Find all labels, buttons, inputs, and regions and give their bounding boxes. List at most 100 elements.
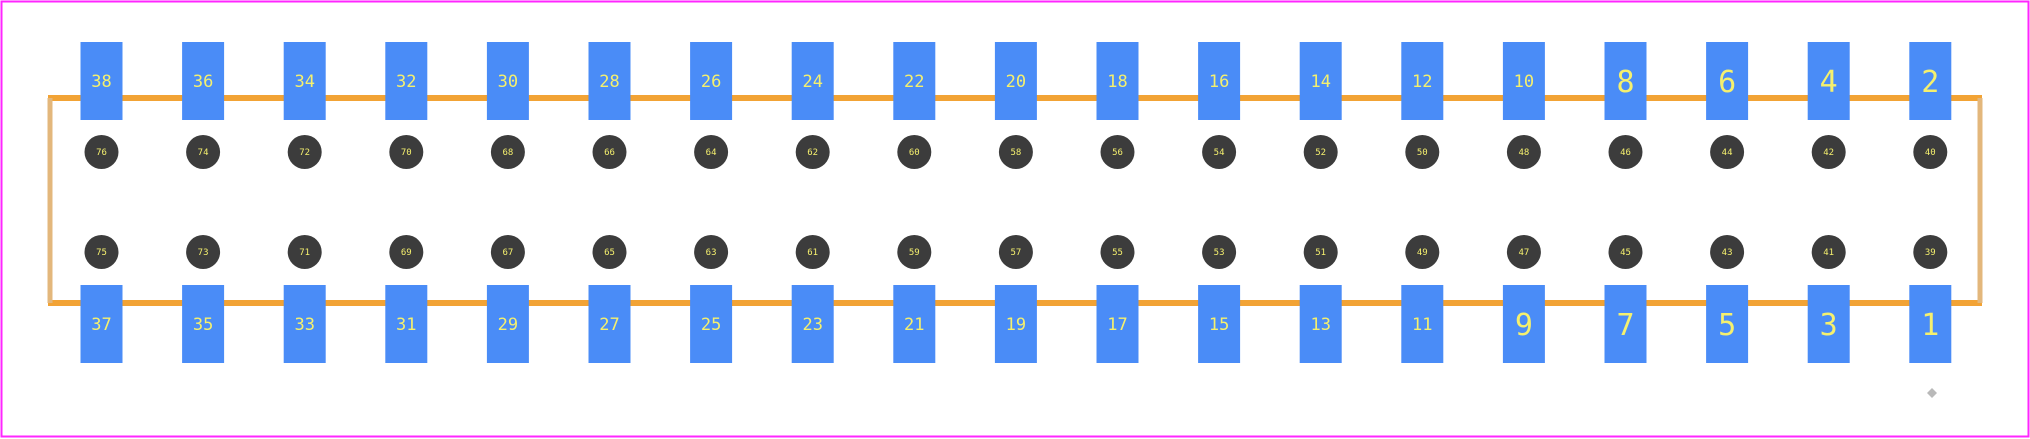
smd-pad-label: 24 — [802, 72, 822, 92]
through-hole-76 — [84, 135, 119, 169]
through-hole-label: 74 — [198, 148, 209, 158]
through-hole-label: 68 — [502, 148, 513, 158]
smd-pad-36 — [182, 42, 225, 120]
smd-pad-24 — [791, 42, 834, 120]
through-hole-label: 53 — [1214, 248, 1225, 258]
smd-pad-label: 17 — [1107, 315, 1127, 335]
through-hole-label: 62 — [807, 148, 818, 158]
through-hole-72 — [287, 135, 322, 169]
smd-pad-34 — [283, 42, 326, 120]
smd-pad-label: 36 — [193, 72, 213, 92]
through-hole-label: 60 — [909, 148, 920, 158]
through-hole-67 — [490, 235, 525, 269]
through-hole-label: 73 — [198, 248, 209, 258]
through-hole-label: 71 — [299, 248, 310, 258]
through-hole-label: 61 — [807, 248, 818, 258]
through-hole-label: 40 — [1925, 148, 1936, 158]
smd-pad-8 — [1604, 42, 1647, 120]
smd-pad-label: 20 — [1006, 72, 1026, 92]
smd-pad-label: 27 — [599, 315, 619, 335]
smd-pad-20 — [994, 42, 1037, 120]
through-hole-label: 50 — [1417, 148, 1428, 158]
through-hole-label: 54 — [1214, 148, 1225, 158]
through-hole-label: 45 — [1620, 248, 1631, 258]
smd-pad-14 — [1299, 42, 1342, 120]
through-hole-label: 66 — [604, 148, 615, 158]
silkscreen-outline — [47, 95, 1983, 306]
smd-pad-29 — [486, 285, 529, 363]
smd-pad-label: 22 — [904, 72, 924, 92]
through-hole-46 — [1608, 135, 1643, 169]
through-hole-64 — [694, 135, 729, 169]
through-hole-47 — [1506, 235, 1541, 269]
smd-pad-label: 8 — [1616, 65, 1634, 100]
through-hole-74 — [186, 135, 221, 169]
through-hole-label: 57 — [1010, 248, 1021, 258]
through-hole-68 — [490, 135, 525, 169]
smd-pad-23 — [791, 285, 834, 363]
smd-pad-15 — [1198, 285, 1241, 363]
through-hole-44 — [1710, 135, 1745, 169]
through-hole-label: 49 — [1417, 248, 1428, 258]
through-hole-63 — [694, 235, 729, 269]
smd-pad-label: 32 — [396, 72, 416, 92]
smd-pad-label: 7 — [1616, 308, 1634, 343]
through-hole-61 — [795, 235, 830, 269]
smd-pad-2 — [1909, 42, 1952, 120]
smd-pad-9 — [1502, 285, 1545, 363]
smd-pad-18 — [1096, 42, 1139, 120]
through-hole-label: 63 — [706, 248, 717, 258]
smd-pad-3 — [1807, 285, 1850, 363]
smd-pad-25 — [690, 285, 733, 363]
smd-pad-label: 28 — [599, 72, 619, 92]
smd-pad-31 — [385, 285, 428, 363]
through-hole-73 — [186, 235, 221, 269]
origin-marker-icon — [1927, 388, 1937, 398]
smd-pad-32 — [385, 42, 428, 120]
through-hole-65 — [592, 235, 627, 269]
through-hole-58 — [998, 135, 1033, 169]
through-hole-label: 64 — [706, 148, 717, 158]
smd-pad-5 — [1706, 285, 1749, 363]
smd-pad-17 — [1096, 285, 1139, 363]
smd-pad-27 — [588, 285, 631, 363]
through-hole-label: 56 — [1112, 148, 1123, 158]
smd-pad-label: 19 — [1006, 315, 1026, 335]
through-hole-label: 65 — [604, 248, 615, 258]
smd-pad-13 — [1299, 285, 1342, 363]
through-hole-55 — [1100, 235, 1135, 269]
through-hole-71 — [287, 235, 322, 269]
through-hole-label: 70 — [401, 148, 412, 158]
through-hole-label: 48 — [1518, 148, 1529, 158]
smd-pad-28 — [588, 42, 631, 120]
smd-pad-label: 11 — [1412, 315, 1432, 335]
smd-pad-12 — [1401, 42, 1444, 120]
smd-pad-38 — [80, 42, 123, 120]
through-hole-57 — [998, 235, 1033, 269]
smd-pad-37 — [80, 285, 123, 363]
through-hole-51 — [1303, 235, 1338, 269]
through-hole-54 — [1202, 135, 1237, 169]
smd-pad-6 — [1706, 42, 1749, 120]
through-hole-label: 51 — [1315, 248, 1326, 258]
through-hole-label: 72 — [299, 148, 310, 158]
smd-pad-label: 34 — [294, 72, 314, 92]
smd-pad-1 — [1909, 285, 1952, 363]
smd-pad-30 — [486, 42, 529, 120]
smd-pad-label: 13 — [1310, 315, 1330, 335]
smd-pad-label: 35 — [193, 315, 213, 335]
through-hole-label: 76 — [96, 148, 107, 158]
smd-pad-label: 15 — [1209, 315, 1229, 335]
through-hole-53 — [1202, 235, 1237, 269]
through-hole-label: 42 — [1823, 148, 1834, 158]
smd-pad-label: 3 — [1820, 308, 1838, 343]
smd-pad-label: 25 — [701, 315, 721, 335]
through-hole-label: 41 — [1823, 248, 1834, 258]
smd-pad-label: 6 — [1718, 65, 1736, 100]
smd-pad-label: 9 — [1515, 308, 1533, 343]
through-hole-70 — [389, 135, 424, 169]
through-hole-69 — [389, 235, 424, 269]
through-hole-label: 55 — [1112, 248, 1123, 258]
